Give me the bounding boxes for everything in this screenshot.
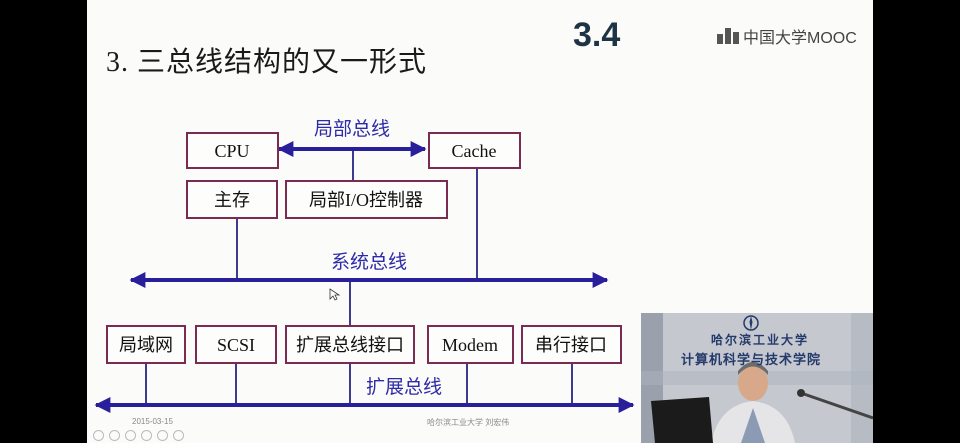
section-number: 3.4	[573, 16, 621, 54]
memory-box	[186, 180, 278, 219]
expansion-interface-box	[285, 325, 415, 364]
modem-box	[427, 325, 514, 364]
footer-date: 2015-03-15	[132, 417, 173, 426]
school-name: 哈尔滨工业大学	[711, 333, 810, 347]
slide: 3. 三总线结构的又一形式 3.4 中国大学MOOC	[87, 0, 873, 443]
mouse-cursor-icon	[329, 288, 341, 301]
local-io-box	[285, 180, 448, 219]
mooc-logo-text: 中国大学MOOC	[743, 30, 857, 47]
microphone	[800, 391, 873, 420]
expansion-interface-label: 扩展总线接口	[296, 335, 404, 355]
zoom-icon[interactable]	[141, 430, 152, 441]
local-io-label: 局部I/O控制器	[309, 190, 423, 210]
mooc-logo-icon	[717, 28, 739, 44]
mooc-logo: 中国大学MOOC	[717, 24, 857, 48]
serial-label: 串行接口	[535, 335, 607, 355]
next-slide-icon[interactable]	[109, 430, 120, 441]
serial-box	[521, 325, 622, 364]
cpu-box	[186, 132, 279, 169]
scsi-box	[195, 325, 277, 364]
slide-title: 3. 三总线结构的又一形式	[106, 47, 428, 78]
bus-diagram: 局部总线 系统总线 扩展总线 CPU Cache 主存 局部I/O控制器 局域网…	[94, 118, 635, 413]
instructor-video: 哈尔滨工业大学 计算机科学与技术学院	[641, 313, 873, 443]
memory-label: 主存	[214, 190, 250, 210]
prev-slide-icon[interactable]	[93, 430, 104, 441]
cache-box	[428, 132, 521, 169]
department-name: 计算机科学与技术学院	[681, 353, 822, 368]
system-bus-label: 系统总线	[331, 251, 407, 273]
footer-org: 哈尔滨工业大学 刘宏伟	[427, 418, 510, 427]
instructor-face	[738, 365, 768, 401]
laptop	[651, 397, 713, 443]
menu-icon[interactable]	[157, 430, 168, 441]
scsi-label: SCSI	[217, 335, 255, 355]
expansion-bus-label: 扩展总线	[366, 376, 442, 398]
modem-label: Modem	[442, 335, 498, 355]
video-scene	[641, 313, 873, 443]
cpu-label: CPU	[214, 141, 249, 161]
more-icon[interactable]	[173, 430, 184, 441]
lan-label: 局域网	[119, 335, 173, 355]
pen-tool-icon[interactable]	[125, 430, 136, 441]
cache-label: Cache	[452, 141, 497, 161]
lan-box	[106, 325, 186, 364]
school-emblem-icon	[743, 315, 759, 331]
local-bus-label: 局部总线	[314, 118, 390, 140]
